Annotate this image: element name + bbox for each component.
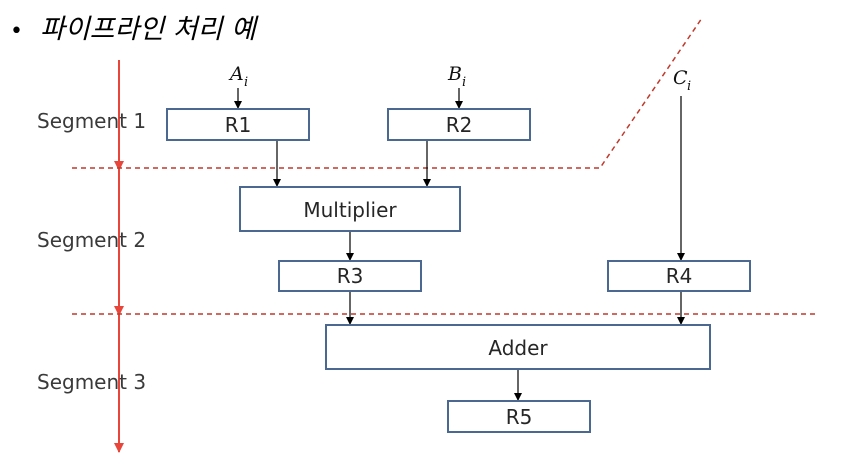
box-r1-label: R1	[225, 113, 252, 137]
title-bullet: •	[10, 19, 23, 44]
box-r2: R2	[387, 108, 531, 141]
box-multiplier-label: Multiplier	[303, 198, 397, 222]
box-adder: Adder	[325, 324, 711, 370]
input-b-letter: B	[447, 63, 462, 85]
segment-divider-1	[72, 17, 703, 169]
flow-arrows	[234, 88, 685, 401]
box-r1: R1	[166, 108, 310, 141]
input-c-subscript: i	[687, 79, 691, 94]
segment-label-1: Segment 1	[37, 109, 146, 133]
box-multiplier: Multiplier	[239, 186, 461, 232]
box-r2-label: R2	[446, 113, 473, 137]
input-c: C i	[673, 67, 691, 94]
box-adder-label: Adder	[488, 336, 548, 360]
box-r5: R5	[447, 400, 591, 433]
input-b: B i	[447, 63, 466, 90]
input-b-subscript: i	[462, 75, 466, 90]
box-r3: R3	[278, 260, 422, 292]
box-r3-label: R3	[337, 264, 364, 288]
input-a-subscript: i	[244, 75, 248, 90]
segment-label-3: Segment 3	[37, 370, 146, 394]
page-title: 파이프라인 처리 예	[40, 14, 259, 45]
input-a: A i	[228, 63, 248, 90]
input-a-letter: A	[228, 63, 244, 85]
box-r4-label: R4	[666, 264, 693, 288]
segment-label-2: Segment 2	[37, 228, 146, 252]
input-c-letter: C	[673, 67, 688, 89]
box-r4: R4	[607, 260, 751, 292]
box-r5-label: R5	[506, 405, 533, 429]
